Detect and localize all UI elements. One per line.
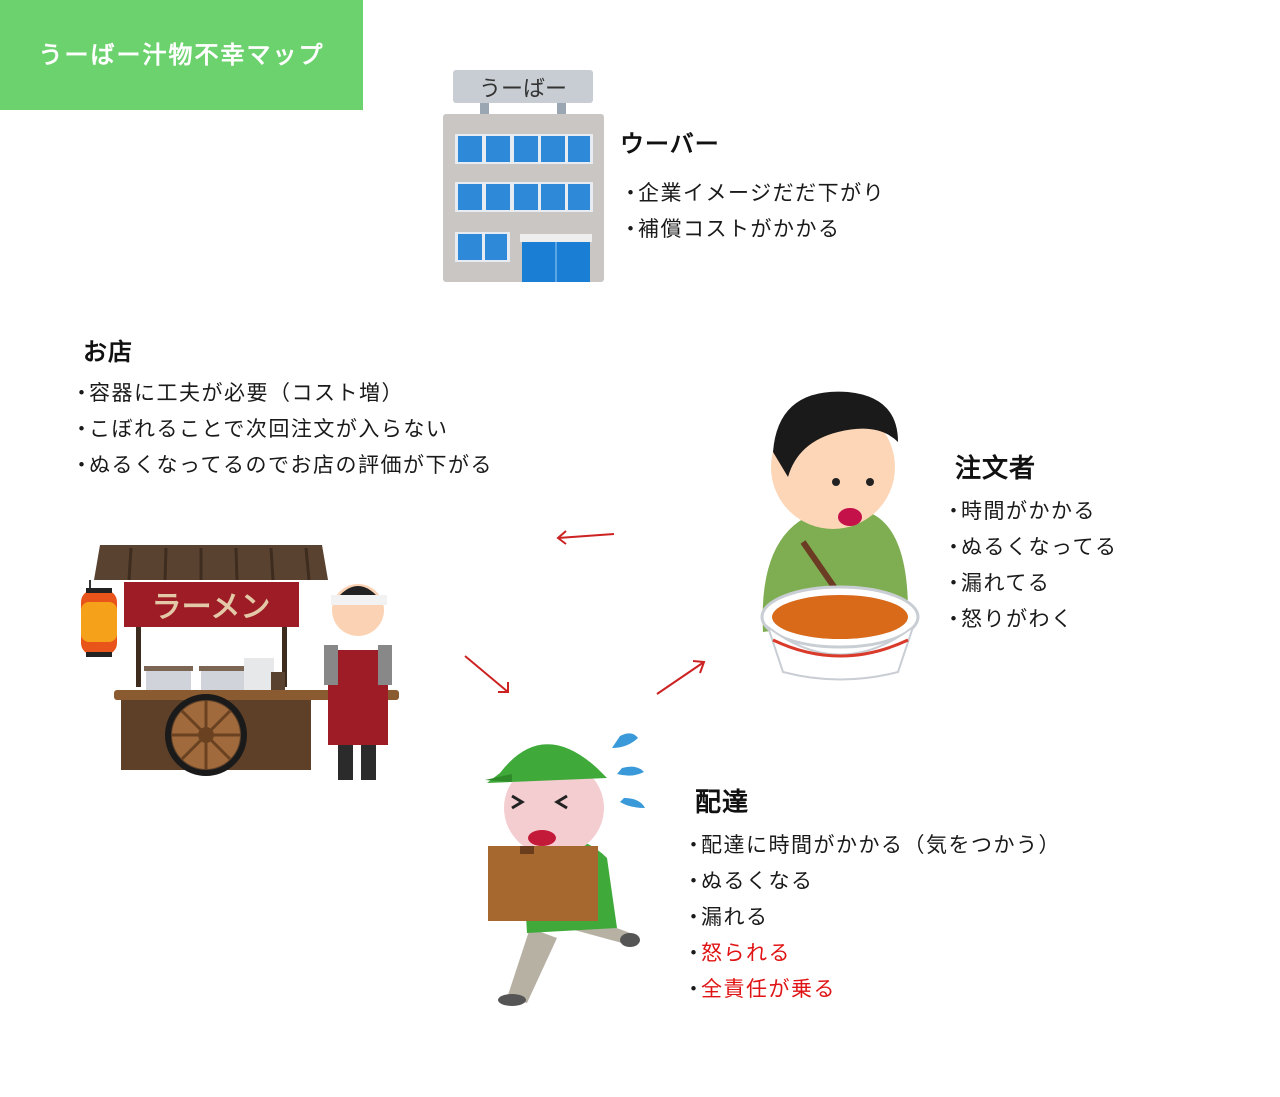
customer-eating-ramen-icon	[760, 391, 920, 681]
list-item: ・ぬるくなってるのでお店の評価が下がる	[71, 453, 493, 477]
list-item: ・漏れる	[683, 905, 769, 929]
shop-list: ・容器に工夫が必要（コスト増） ・こぼれることで次回注文が入らない ・ぬるくなっ…	[71, 375, 493, 483]
list-item: ・補償コストがかかる	[620, 217, 841, 241]
stakeholder-customer: 注文者 ・時間がかかる ・ぬるくなってる ・漏れてる ・怒りがわく	[943, 448, 1117, 637]
company-building-icon: うーばー	[443, 70, 604, 282]
ramen-stall-icon: ラーメン	[81, 545, 399, 780]
list-item: ・容器に工夫が必要（コスト増）	[71, 381, 404, 405]
list-item: ・ぬるくなる	[683, 869, 814, 893]
list-item: ・漏れてる	[943, 571, 1051, 595]
arrow-delivery-to-customer-icon	[656, 660, 706, 695]
list-item: ・怒りがわく	[943, 607, 1074, 631]
uber-list: ・企業イメージだだ下がり ・補償コストがかかる	[620, 175, 885, 247]
list-item: ・時間がかかる	[943, 499, 1096, 523]
list-item: ・企業イメージだだ下がり	[620, 181, 886, 205]
customer-list: ・時間がかかる ・ぬるくなってる ・漏れてる ・怒りがわく	[943, 493, 1117, 637]
arrow-customer-to-shop-icon	[556, 530, 615, 545]
stakeholder-uber: ウーバー ・企業イメージだだ下がり ・補償コストがかかる	[620, 124, 885, 247]
delivery-person-icon	[485, 733, 645, 1006]
stakeholder-shop: お店 ・容器に工夫が必要（コスト増） ・こぼれることで次回注文が入らない ・ぬる…	[71, 332, 493, 483]
heading-uber: ウーバー	[620, 130, 720, 158]
list-item: ・配達に時間がかかる（気をつかう）	[683, 833, 1061, 857]
page-title: うーばー汁物不幸マップ	[38, 40, 325, 69]
heading-shop: お店	[83, 338, 133, 366]
list-item-highlight: ・怒られる	[683, 941, 791, 965]
heading-customer: 注文者	[955, 454, 1037, 484]
stall-banner-text: ラーメン	[152, 590, 271, 625]
list-item-highlight: ・全責任が乗る	[683, 977, 836, 1001]
list-item: ・こぼれることで次回注文が入らない	[71, 417, 449, 441]
heading-delivery: 配達	[695, 788, 750, 818]
delivery-list: ・配達に時間がかかる（気をつかう） ・ぬるくなる ・漏れる ・怒られる ・全責任…	[683, 827, 1061, 1007]
building-sign-text: うーばー	[479, 77, 567, 102]
list-item: ・ぬるくなってる	[943, 535, 1118, 559]
arrow-shop-to-delivery-icon	[464, 655, 509, 693]
stakeholder-delivery: 配達 ・配達に時間がかかる（気をつかう） ・ぬるくなる ・漏れる ・怒られる ・…	[683, 782, 1061, 1007]
title-banner: うーばー汁物不幸マップ	[0, 0, 363, 110]
